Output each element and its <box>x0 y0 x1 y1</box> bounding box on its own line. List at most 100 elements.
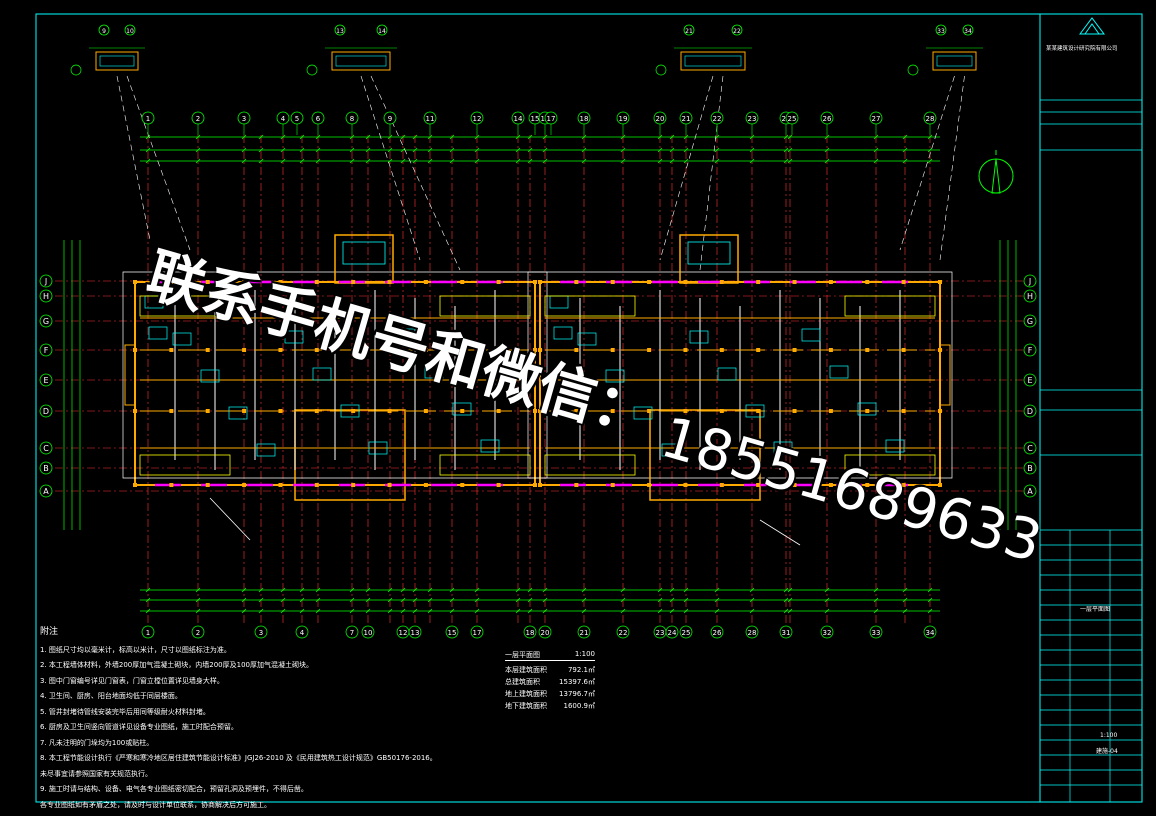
axis-label: 24 <box>668 629 677 637</box>
note-line: 未尽事宜请参照国家有关规范执行。 <box>40 769 152 778</box>
axis-label: 21 <box>580 629 589 637</box>
title-drawing-name: 一层平面图 <box>1080 606 1111 613</box>
dimension-tick <box>714 608 720 614</box>
dimension-tick <box>258 147 264 153</box>
structural-column <box>938 280 942 284</box>
structural-column <box>574 409 579 413</box>
dimension-tick <box>873 597 879 603</box>
structural-column <box>169 280 174 284</box>
area-label: 总建筑面积 <box>505 678 540 686</box>
axis-label: 23 <box>748 115 757 123</box>
dimension-tick <box>258 597 264 603</box>
dimension-tick <box>145 134 151 140</box>
furniture <box>200 369 220 383</box>
axis-bubble <box>1023 289 1037 303</box>
dimension-tick <box>620 608 626 614</box>
axis-label: 4 <box>300 629 305 637</box>
structural-column <box>647 280 652 284</box>
axis-bubble <box>39 289 53 303</box>
dimension-tick <box>749 134 755 140</box>
dimension-tick <box>449 587 455 593</box>
detail-outline <box>680 51 746 71</box>
dimension-tick <box>145 587 151 593</box>
detail-inner <box>684 55 742 67</box>
structural-column <box>901 348 906 352</box>
structural-column <box>792 348 797 352</box>
axis-label: 18 <box>580 115 589 123</box>
dimension-tick <box>787 147 793 153</box>
dimension-tick <box>873 158 879 164</box>
dimension-tick <box>412 608 418 614</box>
dimension-tick <box>683 147 689 153</box>
dimension-tick <box>315 158 321 164</box>
dimension-tick <box>365 597 371 603</box>
area-value: 13796.7㎡ <box>559 690 595 698</box>
elevator-shaft <box>342 241 386 265</box>
dimension-tick <box>299 134 305 140</box>
dimension-tick <box>787 597 793 603</box>
area-label: 地上建筑面积 <box>505 690 547 698</box>
note-line: 各专业图纸如有矛盾之处，请及时与设计单位联系，协商解决后方可施工。 <box>40 800 271 809</box>
title-drawing-no: 建施-04 <box>1096 748 1118 755</box>
furniture <box>284 330 304 344</box>
dimension-tick <box>315 134 321 140</box>
bay-window <box>124 344 136 406</box>
structural-column <box>533 409 537 413</box>
axis-bubble <box>1023 314 1037 328</box>
axis-bubble <box>1023 274 1037 288</box>
dimension-tick <box>669 158 675 164</box>
axis-label: C <box>1027 444 1033 453</box>
structural-column <box>133 409 137 413</box>
structural-column <box>901 280 906 284</box>
structural-column <box>574 483 579 487</box>
axis-label: 1 <box>146 629 150 637</box>
dimension-tick <box>657 134 663 140</box>
dimension-tick <box>299 147 305 153</box>
structural-column <box>205 348 210 352</box>
dimension-tick <box>581 608 587 614</box>
area-table-title: 一层平面图 <box>505 651 540 659</box>
dimension-tick <box>683 587 689 593</box>
dimension-tick <box>542 134 548 140</box>
detail-inner <box>936 55 973 67</box>
structural-column <box>901 483 906 487</box>
dimension-tick <box>427 587 433 593</box>
dimension-tick <box>400 134 406 140</box>
axis-label: B <box>1027 464 1033 473</box>
axis-label: 25 <box>682 629 691 637</box>
annotation-leader <box>209 497 251 541</box>
dimension-tick <box>241 587 247 593</box>
dimension-tick <box>349 147 355 153</box>
axis-bubble <box>665 625 679 639</box>
structural-column <box>205 280 210 284</box>
structural-column <box>496 409 501 413</box>
dimension-tick <box>669 608 675 614</box>
structural-column <box>423 483 428 487</box>
structural-column <box>683 483 688 487</box>
balcony <box>544 295 636 317</box>
axis-label: G <box>1027 317 1033 326</box>
dimension-tick <box>195 147 201 153</box>
dimension-tick <box>515 608 521 614</box>
axis-label: C <box>43 444 49 453</box>
dimension-tick <box>280 158 286 164</box>
structural-column <box>538 280 542 284</box>
dimension-tick <box>400 587 406 593</box>
dimension-tick <box>787 134 793 140</box>
dimension-tick <box>474 134 480 140</box>
title-company: 某某建筑设计研究院有限公司 <box>1046 46 1118 52</box>
dimension-tick <box>927 158 933 164</box>
area-label: 本层建筑面积 <box>505 666 547 674</box>
structural-column <box>865 348 870 352</box>
structural-column <box>533 280 537 284</box>
note-line: 3. 图中门窗编号详见门窗表，门窗立樘位置详见墙身大样。 <box>40 676 224 685</box>
axis-label: 10 <box>126 28 134 35</box>
furniture <box>857 402 877 416</box>
note-line: 2. 本工程墙体材料，外墙200厚加气混凝土砌块，内墙200厚及100厚加气混凝… <box>40 661 313 669</box>
dimension-tick <box>657 597 663 603</box>
axis-bubble <box>361 625 375 639</box>
dimension-tick <box>902 134 908 140</box>
dimension-tick <box>581 158 587 164</box>
entrance-block <box>649 409 761 501</box>
structural-column <box>828 280 833 284</box>
